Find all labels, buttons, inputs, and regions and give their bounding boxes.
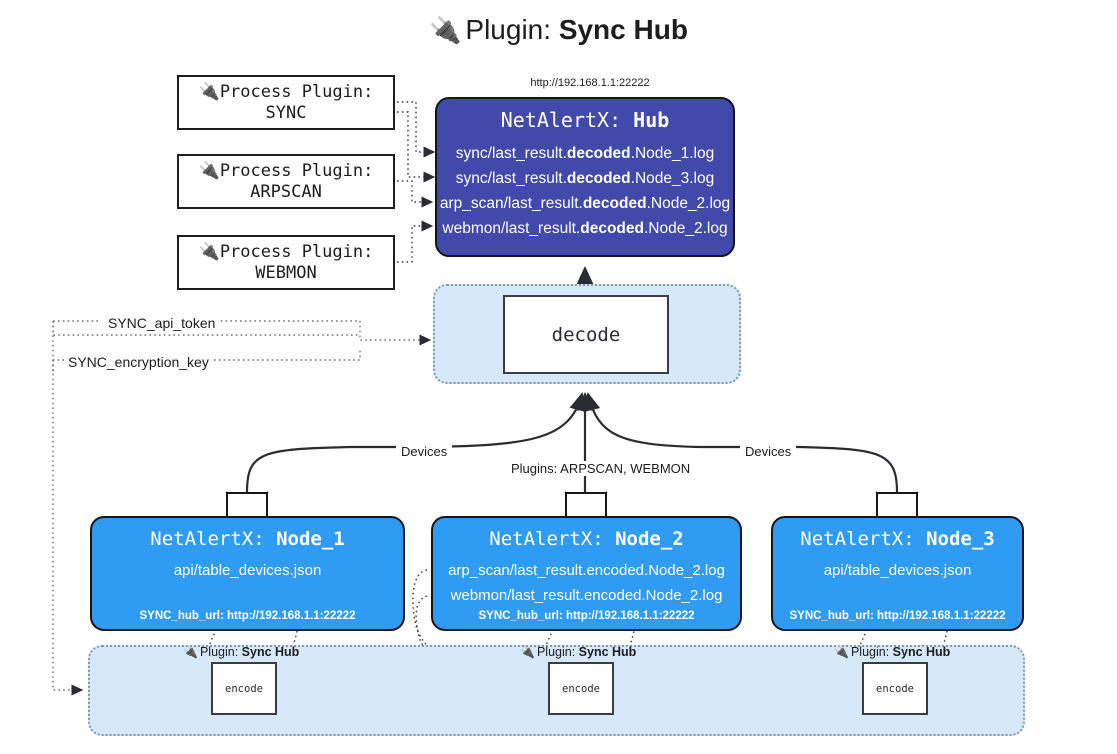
hub-header-name: Hub [633, 108, 670, 132]
process-plugin-title: 🔌Process Plugin: [199, 82, 374, 103]
node-line-list: api/table_devices.json [92, 558, 403, 583]
edge-label-plugins: Plugins: ARPSCAN, WEBMON [506, 461, 696, 476]
env-var-encryption-key: SYNC_encryption_key [64, 354, 213, 370]
encoder-label-value: Sync Hub [892, 645, 951, 659]
env-var-api-token: SYNC_api_token [104, 315, 220, 331]
plug-icon: 🔌 [198, 160, 220, 181]
node-1[interactable]: NetAlertX: Node_1 api/table_devices.json… [90, 516, 405, 631]
node-2[interactable]: NetAlertX: Node_2 arp_scan/last_result.e… [431, 516, 742, 631]
edge-label-devices-left: Devices [396, 444, 453, 459]
node-footer-hub-url: SYNC_hub_url: http://192.168.1.1:22222 [478, 610, 695, 622]
node-header-prefix: NetAlertX: [489, 528, 604, 550]
hub-log-list: sync/last_result.decoded.Node_1.log sync… [437, 141, 733, 241]
node-header-name: Node_1 [276, 528, 345, 550]
node-line: api/table_devices.json [173, 562, 322, 579]
node-header: NetAlertX: Node_2 [433, 528, 740, 550]
plug-icon: 🔌 [198, 241, 220, 262]
process-plugin-name: SYNC [265, 102, 307, 123]
hub-log-item: arp_scan/last_result.decoded.Node_2.log [437, 191, 733, 216]
process-plugin-title: 🔌Process Plugin: [199, 242, 374, 263]
process-plugin-label: Process Plugin: [219, 241, 374, 262]
log-bold: decoded [582, 195, 647, 212]
process-plugin-title: 🔌Process Plugin: [199, 161, 374, 182]
encoder-plugin-label-2: 🔌Plugin: Sync Hub [520, 645, 636, 659]
plug-icon: 🔌 [429, 15, 462, 45]
process-plugin-name: ARPSCAN [250, 181, 322, 202]
process-plugin-label: Process Plugin: [219, 81, 374, 102]
log-pre: sync/last_result. [455, 170, 567, 187]
log-pre: webmon/last_result. [442, 220, 581, 237]
encoder-label-text: Plugin: [536, 645, 576, 659]
plug-icon: 🔌 [834, 645, 849, 659]
hub-header: NetAlertX: Hub [437, 108, 733, 132]
log-bold: decoded [580, 220, 644, 237]
log-pre: arp_scan/last_result. [439, 195, 583, 212]
encode-box-2[interactable]: encode [548, 662, 614, 715]
node-header-name: Node_2 [615, 528, 684, 550]
process-plugin-arpscan[interactable]: 🔌Process Plugin: ARPSCAN [177, 154, 395, 209]
log-post: .Node_2.log [643, 220, 728, 237]
page-title-value: Sync Hub [558, 14, 688, 45]
plug-icon: 🔌 [520, 645, 535, 659]
log-post: .Node_1.log [630, 145, 715, 162]
node-header: NetAlertX: Node_3 [773, 528, 1022, 550]
edge-label-devices-right: Devices [740, 444, 797, 459]
log-post: .Node_2.log [646, 195, 731, 212]
hub-log-item: sync/last_result.decoded.Node_1.log [437, 141, 733, 166]
node-header: NetAlertX: Node_1 [92, 528, 403, 550]
hub-header-prefix: NetAlertX: [500, 108, 622, 132]
encoder-label-value: Sync Hub [241, 645, 300, 659]
page-title-label: Plugin: [465, 14, 552, 45]
hub-node[interactable]: NetAlertX: Hub sync/last_result.decoded.… [435, 97, 735, 257]
log-post: .Node_3.log [630, 170, 715, 187]
encode-box-3[interactable]: encode [862, 662, 928, 715]
node-header-prefix: NetAlertX: [150, 528, 265, 550]
node-line: api/table_devices.json [823, 562, 972, 579]
encoder-label-text: Plugin: [850, 645, 890, 659]
log-bold: decoded [566, 170, 631, 187]
encoder-plugin-label-3: 🔌Plugin: Sync Hub [834, 645, 950, 659]
node-header-name: Node_3 [926, 528, 995, 550]
node-footer-hub-url: SYNC_hub_url: http://192.168.1.1:22222 [139, 610, 356, 622]
hub-log-item: sync/last_result.decoded.Node_3.log [437, 166, 733, 191]
node-line: webmon/last_result.encoded.Node_2.log [450, 587, 723, 604]
node-line-list: arp_scan/last_result.encoded.Node_2.log … [433, 558, 740, 608]
node-3[interactable]: NetAlertX: Node_3 api/table_devices.json… [771, 516, 1024, 631]
process-plugin-sync[interactable]: 🔌Process Plugin: SYNC [177, 75, 395, 130]
hub-log-item: webmon/last_result.decoded.Node_2.log [437, 216, 733, 241]
plug-icon: 🔌 [198, 81, 220, 102]
encoder-plugin-label-1: 🔌Plugin: Sync Hub [183, 645, 299, 659]
encode-box-1[interactable]: encode [211, 662, 277, 715]
process-plugin-webmon[interactable]: 🔌Process Plugin: WEBMON [177, 235, 395, 290]
plug-icon: 🔌 [183, 645, 198, 659]
log-bold: decoded [566, 145, 631, 162]
node-footer-hub-url: SYNC_hub_url: http://192.168.1.1:22222 [789, 610, 1006, 622]
decode-box[interactable]: decode [503, 295, 669, 374]
page-title: 🔌Plugin: Sync Hub [0, 14, 1117, 46]
node-header-prefix: NetAlertX: [800, 528, 915, 550]
process-plugin-name: WEBMON [255, 262, 317, 283]
node-line-list: api/table_devices.json [773, 558, 1022, 583]
hub-url: http://192.168.1.1:22222 [530, 77, 650, 89]
encoder-label-text: Plugin: [199, 645, 239, 659]
node-line: arp_scan/last_result.encoded.Node_2.log [448, 562, 725, 579]
encoder-label-value: Sync Hub [578, 645, 637, 659]
process-plugin-label: Process Plugin: [219, 160, 374, 181]
log-pre: sync/last_result. [455, 145, 567, 162]
